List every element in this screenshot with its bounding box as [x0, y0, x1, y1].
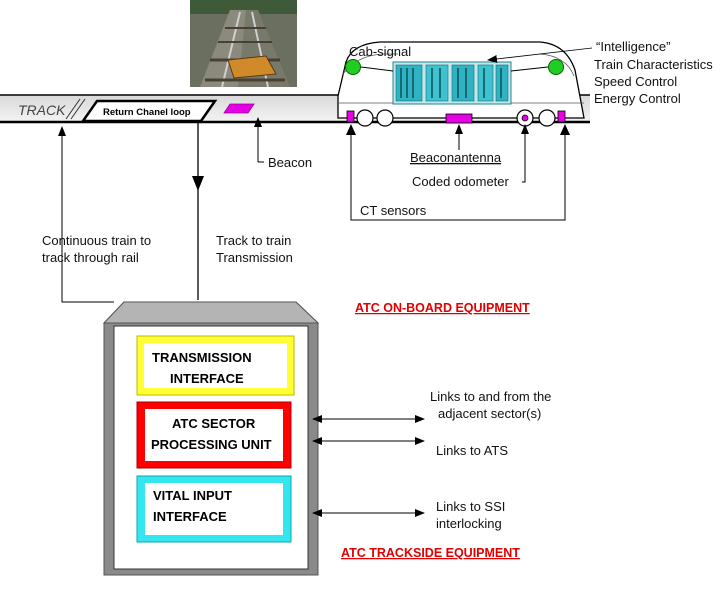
track-to-train-label-2: Transmission	[216, 250, 293, 265]
ct-sensors-bracket	[350, 125, 566, 221]
transmission-interface-inner	[144, 343, 287, 388]
intelligence-pointer	[487, 47, 593, 63]
beacon-label: Beacon	[268, 155, 312, 170]
atc-trackside-equipment-label: ATC TRACKSIDE EQUIPMENT	[341, 546, 520, 560]
cab-signal-right-icon	[548, 59, 564, 75]
return-channel-loop-label: Return Chanel loop	[103, 107, 191, 118]
ct-sensor-left	[346, 110, 355, 123]
return-channel-loop	[80, 99, 218, 123]
transmission-interface-label-1: TRANSMISSION	[152, 350, 252, 365]
transmission-interface-label-2: INTERFACE	[170, 371, 244, 386]
intelligence-item-energy-control: Energy Control	[594, 91, 681, 106]
atc-sector-processing-unit-label-2: PROCESSING UNIT	[151, 437, 272, 452]
ct-sensor-arrowhead-left	[346, 124, 356, 135]
beacon-antenna	[445, 113, 473, 124]
atc-sector-processing-unit-label-1: ATC SECTOR	[172, 416, 256, 431]
intelligence-title: “Intelligence”	[596, 39, 670, 54]
atc-onboard-equipment-label: ATC ON-BOARD EQUIPMENT	[355, 301, 530, 315]
electronics-rack	[392, 61, 512, 105]
track-break-mark-2	[70, 98, 86, 120]
track-break-mark-1	[65, 98, 81, 120]
beacon-antenna-label: Beaconantenna	[410, 150, 502, 165]
atc-sector-processing-unit-inner	[145, 409, 283, 461]
track-to-train-label-1: Track to train	[216, 233, 291, 248]
coded-odometer-label: Coded odometer	[412, 174, 510, 189]
track-photo	[190, 0, 297, 88]
cab-signal-left-icon	[345, 59, 361, 75]
beacon	[223, 103, 255, 114]
vital-input-interface-label-2: INTERFACE	[153, 509, 227, 524]
track-to-train-arrowhead	[192, 176, 204, 191]
vital-input-interface-inner	[145, 483, 283, 535]
ats-link-label: Links to ATS	[436, 443, 508, 458]
ct-sensor-right	[557, 110, 566, 123]
track-label: TRACK	[18, 102, 66, 118]
ssi-link-label-1: Links to SSI	[436, 499, 505, 514]
cab-signal-cable-left	[360, 66, 394, 72]
continuous-transmission-label-1: Continuous train to	[42, 233, 151, 248]
intelligence-item-speed-control: Speed Control	[594, 74, 677, 89]
cab-signal-cable-right	[510, 66, 549, 72]
adjacent-sector-link-label-2: adjacent sector(s)	[438, 406, 541, 421]
coded-odometer-pointer	[521, 124, 529, 183]
ct-sensors-label: CT sensors	[360, 203, 427, 218]
continuous-transmission-line	[58, 126, 114, 303]
ssi-link-label-2: interlocking	[436, 516, 502, 531]
ct-sensor-arrowhead-right	[560, 124, 570, 135]
adjacent-sector-link-label-1: Links to and from the	[430, 389, 551, 404]
vital-input-interface-label-1: VITAL INPUT	[153, 488, 232, 503]
intelligence-item-train-characteristics: Train Characteristics	[594, 57, 713, 72]
continuous-transmission-label-2: track through rail	[42, 250, 139, 265]
cab-signal-label: Cab-signal	[349, 44, 411, 59]
